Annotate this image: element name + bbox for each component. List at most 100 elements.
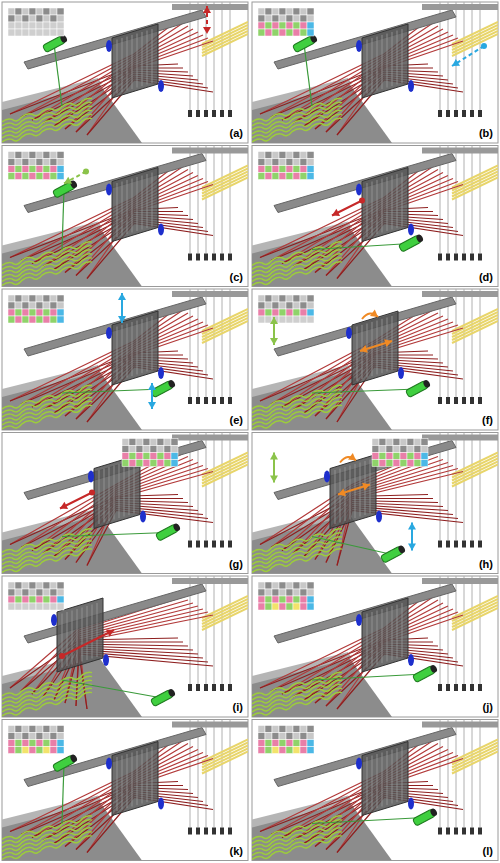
pattern-cell [22, 173, 29, 180]
pattern-cell [258, 596, 265, 603]
pattern-cell [29, 8, 36, 15]
shuttle [412, 664, 438, 683]
yellow-thread [202, 22, 248, 44]
heddle-weight [438, 828, 442, 835]
reed-pivot [158, 224, 164, 236]
warp-thread [87, 80, 213, 135]
pattern-cell [307, 302, 314, 309]
panel-content [2, 2, 248, 143]
arrow-head [362, 483, 370, 491]
pattern-cell [272, 295, 279, 302]
arrow-head [270, 317, 278, 324]
woven-weft [252, 820, 342, 844]
yellow-thread [452, 459, 498, 481]
heddle-string [230, 433, 231, 541]
pattern-cell [300, 173, 307, 180]
loom-panel [2, 433, 248, 574]
pattern-cell [150, 439, 157, 446]
heddle-weight [454, 397, 458, 404]
heddle-weight [228, 828, 232, 835]
woven-weft [252, 816, 342, 840]
shuttle [292, 34, 318, 53]
pattern-cell [29, 22, 36, 29]
pattern-cell [286, 166, 293, 173]
arrow-head [348, 453, 356, 460]
pattern-cell [15, 173, 22, 180]
heddle-weight [462, 397, 466, 404]
pattern-cell [265, 316, 272, 323]
reed-slit [382, 753, 383, 807]
woven-weft [2, 401, 92, 425]
loom-panel [2, 289, 248, 430]
panel-frame [2, 433, 248, 574]
reed-slit [127, 324, 128, 378]
warp-thread [21, 454, 183, 548]
woven-weft [2, 106, 92, 130]
pattern-cell [36, 603, 43, 610]
pattern-cell [265, 740, 272, 747]
heddle-weight [478, 684, 482, 691]
pattern-cell [8, 582, 15, 589]
pattern-cell [8, 726, 15, 733]
pattern-cell [258, 22, 265, 29]
heddle-weight [462, 828, 466, 835]
reed-slit [392, 750, 393, 804]
pattern-cell [164, 446, 171, 453]
pattern-cell [286, 15, 293, 22]
loom-panel [252, 576, 498, 717]
pattern-cell [307, 316, 314, 323]
heddle-weight [228, 541, 232, 548]
pattern-cell [36, 726, 43, 733]
reed-slit [362, 325, 363, 379]
woven-weft [2, 684, 92, 708]
heddle-string [464, 433, 465, 541]
pattern-cell [22, 8, 29, 15]
arrow-head [360, 345, 368, 353]
reed-frame [362, 168, 408, 242]
rear-beam [422, 148, 498, 154]
woven-weft [252, 836, 342, 860]
weft-thread [62, 389, 162, 393]
pattern-cell [300, 582, 307, 589]
rear-beam [172, 578, 248, 584]
pattern-cell [8, 309, 15, 316]
yellow-thread [202, 321, 248, 343]
heddle-weight [220, 541, 224, 548]
pattern-cell [43, 15, 50, 22]
pattern-cell [15, 316, 22, 323]
pattern-cell [8, 152, 15, 159]
pattern-cell [15, 603, 22, 610]
pattern-cell [286, 603, 293, 610]
reed-slit [137, 177, 138, 231]
heddle-weight [204, 828, 208, 835]
panel-frame [252, 720, 498, 861]
heddle-string [472, 289, 473, 397]
woven-weft [252, 684, 342, 708]
reed-slit [77, 609, 78, 663]
pattern-cell [393, 446, 400, 453]
pattern-cell [286, 152, 293, 159]
yellow-thread [202, 25, 248, 47]
heddle-string [480, 289, 481, 397]
reed-slit [114, 466, 115, 520]
weft-thread [62, 533, 167, 537]
pattern-cell [286, 589, 293, 596]
heddle-string [206, 289, 207, 397]
pattern-cell [43, 166, 50, 173]
heddle-weight [454, 541, 458, 548]
pattern-cell [293, 15, 300, 22]
reed-slit [142, 176, 143, 230]
pattern-cell [36, 173, 43, 180]
pattern-cell [272, 152, 279, 159]
rear-beam [422, 4, 498, 10]
pattern-cell [293, 309, 300, 316]
arrow-head [270, 476, 278, 483]
pattern-cell [8, 747, 15, 754]
pattern-cell [393, 453, 400, 460]
pattern-cell [150, 446, 157, 453]
pattern-cell [8, 173, 15, 180]
pattern-cell [29, 603, 36, 610]
pattern-cell [36, 166, 43, 173]
heddle-string [480, 433, 481, 541]
